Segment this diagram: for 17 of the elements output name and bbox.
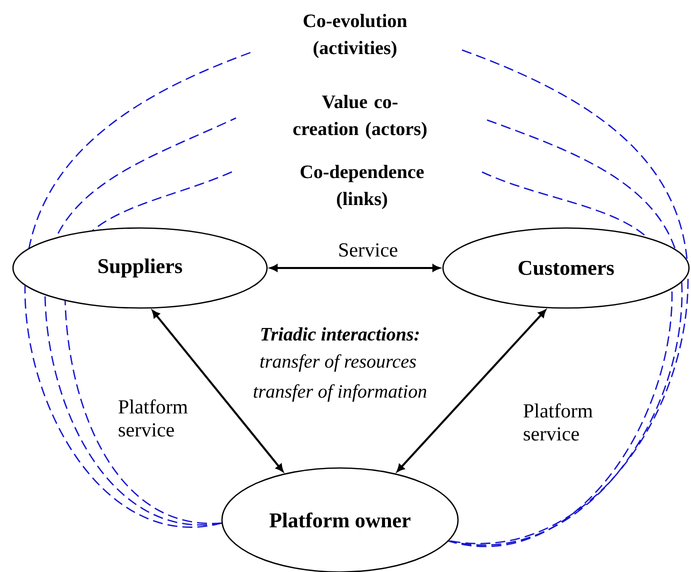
edge-label: Platform service	[524, 403, 593, 441]
text-label: transfer of resources	[260, 354, 416, 372]
text-label: Co-dependence (links)	[300, 164, 424, 210]
double-arrow	[152, 310, 284, 472]
node-label: Customers	[518, 260, 614, 276]
edge-label: Platform service	[118, 399, 188, 437]
text-label: transfer of information	[254, 384, 426, 402]
ellipse-node: Customers	[442, 227, 690, 309]
ellipse-node: Platform owner	[221, 467, 459, 572]
text-label: Co-evolution (activities)	[304, 14, 407, 58]
text-label: Value co-creation (actors)	[293, 94, 427, 140]
ellipse-node: Suppliers	[12, 227, 268, 309]
node-label: Platform owner	[270, 512, 410, 528]
double-arrow	[270, 264, 440, 272]
edge-label: Service	[339, 243, 398, 257]
double-arrow	[396, 310, 546, 472]
text-label: Triadic interactions:	[261, 327, 419, 341]
